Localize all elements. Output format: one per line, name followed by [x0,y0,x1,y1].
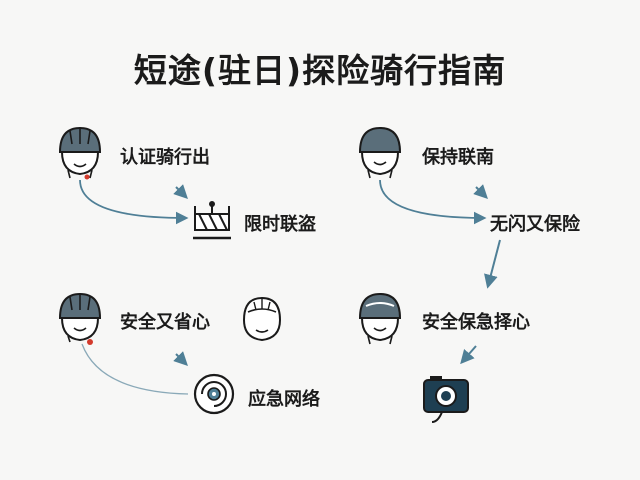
page-title: 短途(驻日)探险骑行指南 [133,51,507,90]
camera-icon [423,376,469,423]
connector-3 [81,343,189,395]
arrow-small-1 [173,184,188,199]
target-circle-icon [193,373,235,415]
label-s3-target: 应急网络 [248,389,320,410]
label-s4-main: 安全保急择心 [422,312,530,333]
label-s3-main: 安全又省心 [120,312,210,333]
label-s2-target: 无闪又保险 [490,214,580,235]
connector-2 [379,179,487,225]
connector-2-down [484,239,501,289]
arrow-small-3 [173,351,188,366]
label-s1-target: 限时联盗 [244,214,316,235]
helmet-icon-4 [358,292,402,345]
arrow-small-2 [473,184,488,199]
helmet-icon-1 [58,126,102,180]
connector-4 [460,345,477,365]
helmet-icon-3 [58,292,102,345]
label-s1-main: 认证骑行出 [120,147,210,168]
barrier-gate-icon [193,201,231,240]
helmet-icon-2 [358,126,402,179]
helmet-outline-icon [242,296,282,342]
label-s2-main: 保持联南 [422,147,494,168]
connector-1 [79,179,189,225]
